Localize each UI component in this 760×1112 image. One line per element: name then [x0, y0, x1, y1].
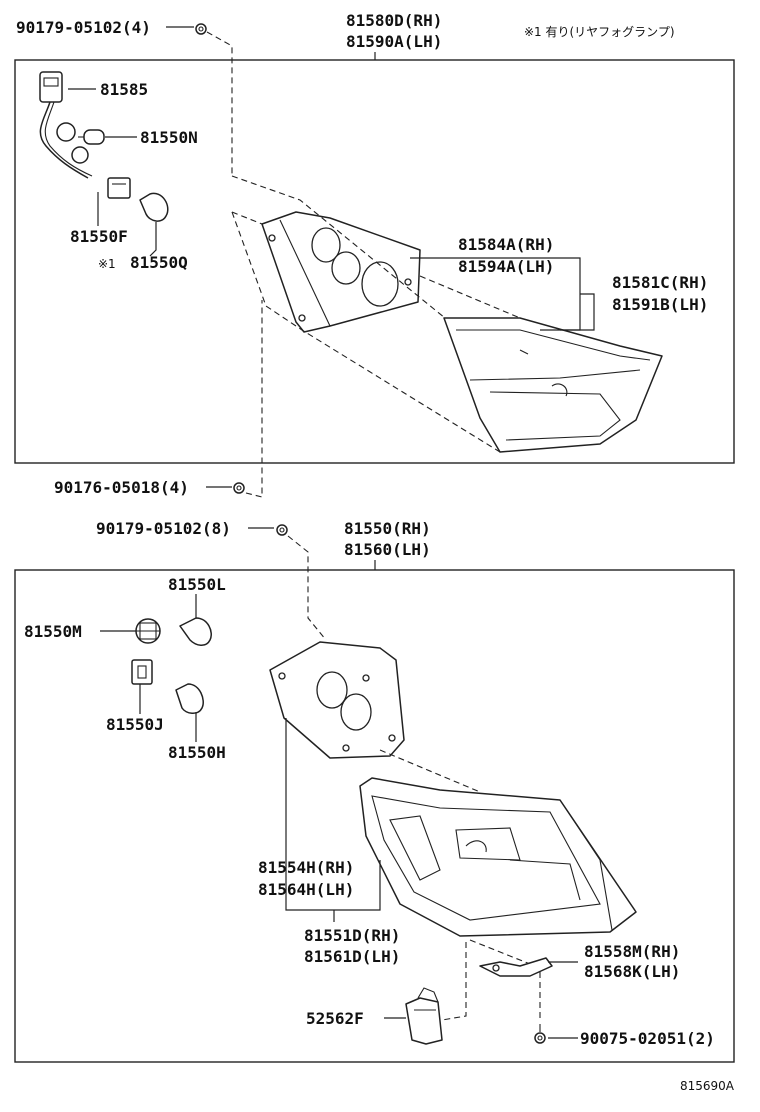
lower-title-lh-label: 81560(LH)	[344, 540, 431, 559]
socket-wire-label: 81585	[100, 80, 148, 99]
bulb-top-part[interactable]	[179, 617, 212, 646]
bolt-part[interactable]	[534, 1024, 546, 1044]
lower-gasket-rh-label: 81554H(RH)	[258, 858, 354, 877]
upper-gasket-part[interactable]	[261, 211, 421, 333]
upper-lens-lh-label: 81591B(LH)	[612, 295, 708, 314]
upper-guide-2	[231, 211, 263, 225]
upper-bottom-screw-part[interactable]	[206, 482, 245, 494]
upper-lens-rh-label: 81581C(RH)	[612, 273, 708, 292]
bracket-lh-label: 81568K(LH)	[584, 962, 680, 981]
lower-lens-part[interactable]	[359, 777, 637, 937]
clip-label: 52562F	[306, 1009, 364, 1028]
upper-lens-leader	[560, 293, 595, 331]
note-text: ※1 有り(リヤフォグランプ)	[524, 25, 675, 39]
bulb-small-label: 81550N	[140, 128, 198, 147]
lower-gasket-part[interactable]	[269, 641, 405, 759]
lower-top-screw-label: 90179-05102(8)	[96, 519, 231, 538]
figure-id-label: 815690A	[680, 1079, 735, 1093]
bulb-small-part[interactable]	[78, 129, 105, 145]
clip-part[interactable]	[405, 987, 443, 1045]
lower-guide-1	[379, 749, 481, 793]
socket-j-part[interactable]	[131, 659, 153, 685]
upper-guide-4	[419, 275, 521, 319]
lower-lens-rh-label: 81551D(RH)	[304, 926, 400, 945]
fog-bulb-mark: ※1	[98, 257, 116, 271]
upper-top-screw-part[interactable]	[166, 23, 207, 35]
upper-top-screw-dashline	[206, 31, 233, 176]
socket-m-part[interactable]	[135, 618, 161, 644]
upper-title-lh-label: 81590A(LH)	[346, 32, 442, 51]
upper-gasket-rh-label: 81584A(RH)	[458, 235, 554, 254]
fog-bulb-label: 81550Q	[130, 253, 188, 272]
fog-bulb-part[interactable]	[139, 192, 169, 222]
lower-gasket-lh-label: 81564H(LH)	[258, 880, 354, 899]
socket-j-label: 81550J	[106, 715, 164, 734]
bracket-part[interactable]	[479, 957, 553, 977]
upper-gasket-lh-label: 81594A(LH)	[458, 257, 554, 276]
lower-guide-2	[441, 942, 467, 1021]
bracket-rh-label: 81558M(RH)	[584, 942, 680, 961]
upper-top-screw-label: 90179-05102(4)	[16, 18, 151, 37]
lower-gasket-leader	[285, 718, 381, 911]
bolt-label: 90075-02051(2)	[580, 1029, 715, 1048]
lower-top-screw-part[interactable]	[248, 524, 288, 536]
lower-title-rh-label: 81550(RH)	[344, 519, 431, 538]
socket-label: 81550F	[70, 227, 128, 246]
upper-guide-3	[231, 211, 501, 453]
upper-lens-part[interactable]	[443, 317, 663, 453]
bulb-top-label: 81550L	[168, 575, 226, 594]
lower-top-screw-dashline	[287, 535, 327, 641]
socket-wire-part[interactable]	[39, 71, 131, 199]
upper-bottom-screw-label: 90176-05018(4)	[54, 478, 189, 497]
upper-title-rh-label: 81580D(RH)	[346, 11, 442, 30]
bulb-h-part[interactable]	[175, 683, 204, 714]
socket-m-label: 81550M	[24, 622, 82, 641]
upper-guide-1	[231, 175, 446, 319]
lower-lens-lh-label: 81561D(LH)	[304, 947, 400, 966]
fog-bulb-leader	[149, 222, 157, 257]
bulb-h-label: 81550H	[168, 743, 226, 762]
upper-bottom-screw-dashline	[245, 300, 263, 498]
